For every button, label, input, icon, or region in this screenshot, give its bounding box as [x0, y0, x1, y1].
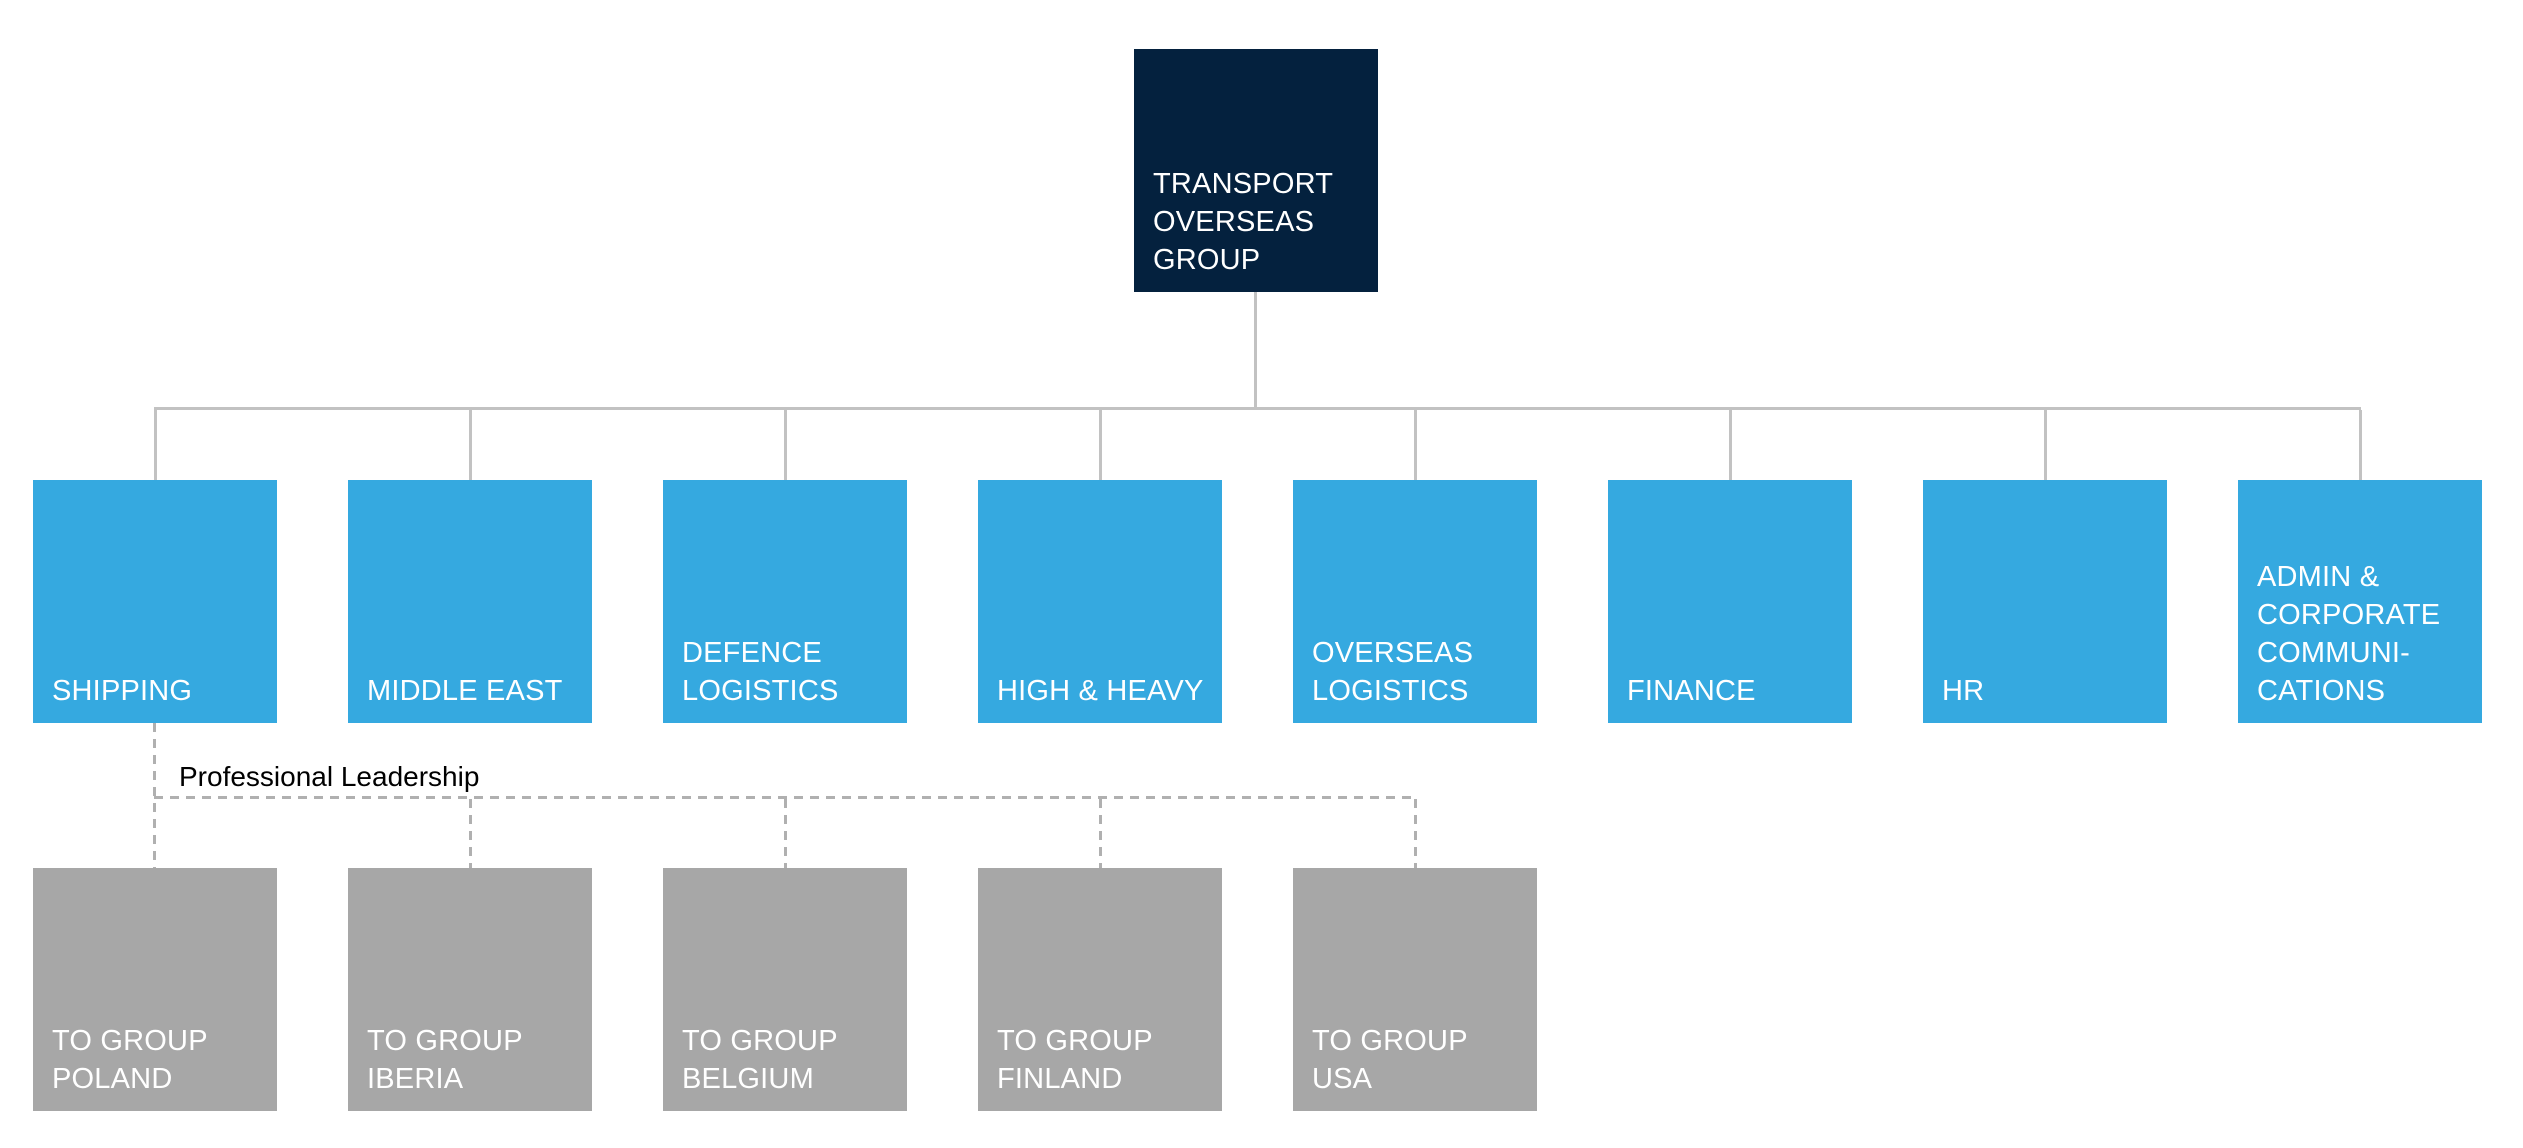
- department-connector-drop: [469, 410, 472, 480]
- dept-node-overseas-logistics: OVERSEAS LOGISTICS: [1293, 480, 1537, 723]
- subsidiary-node-to-group-iberia: TO GROUP IBERIA: [348, 868, 592, 1111]
- subsidiary-node-to-group-finland: TO GROUP FINLAND: [978, 868, 1222, 1111]
- org-node-root-label: TRANSPORT OVERSEAS GROUP: [1153, 168, 1334, 276]
- subsidiary-node-to-group-usa: TO GROUP USA: [1293, 868, 1537, 1111]
- department-connector-drop: [784, 410, 787, 480]
- professional-leadership-connector-vertical: [153, 723, 156, 868]
- department-connector-drop: [1099, 410, 1102, 480]
- dept-node-hr: HR: [1923, 480, 2167, 723]
- dept-node-label: HIGH & HEAVY: [997, 675, 1204, 707]
- department-connector-drop: [1414, 410, 1417, 480]
- professional-leadership-label: Professional Leadership: [179, 761, 480, 792]
- department-connector-drop: [1729, 410, 1732, 480]
- department-connector-drop: [2044, 410, 2047, 480]
- subsidiary-node-label: TO GROUP BELGIUM: [682, 1025, 838, 1095]
- subsidiary-connector-drop: [469, 799, 472, 868]
- subsidiary-node-label: TO GROUP IBERIA: [367, 1025, 523, 1095]
- subsidiary-connector-drop: [784, 799, 787, 868]
- department-connector-drop: [154, 410, 157, 480]
- subsidiary-node-label: TO GROUP USA: [1312, 1025, 1468, 1095]
- dept-node-label: SHIPPING: [52, 675, 193, 707]
- dept-node-label: FINANCE: [1627, 675, 1756, 707]
- subsidiary-node-to-group-poland: TO GROUP POLAND: [33, 868, 277, 1111]
- dept-node-label: OVERSEAS LOGISTICS: [1312, 637, 1474, 707]
- subsidiary-node-to-group-belgium: TO GROUP BELGIUM: [663, 868, 907, 1111]
- dept-node-label: DEFENCE LOGISTICS: [682, 637, 839, 707]
- dept-node-label: MIDDLE EAST: [367, 675, 563, 707]
- root-connector-line: [1254, 292, 1257, 407]
- dept-node-admin-corporate: ADMIN & CORPORATE COMMUNI- CATIONS: [2238, 480, 2482, 723]
- dept-node-label: HR: [1942, 675, 1985, 707]
- subsidiary-node-label: TO GROUP POLAND: [52, 1025, 208, 1095]
- dept-node-defence-logistics: DEFENCE LOGISTICS: [663, 480, 907, 723]
- department-connector-drop: [2359, 410, 2362, 480]
- subsidiary-connector-drop: [1099, 799, 1102, 868]
- dept-node-middle-east: MIDDLE EAST: [348, 480, 592, 723]
- subsidiary-connector-drop: [1414, 799, 1417, 868]
- professional-leadership-connector-rail: [154, 796, 1417, 799]
- org-node-root: TRANSPORT OVERSEAS GROUP: [1134, 49, 1378, 292]
- subsidiary-node-label: TO GROUP FINLAND: [997, 1025, 1153, 1095]
- dept-node-shipping: SHIPPING: [33, 480, 277, 723]
- dept-node-high-heavy: HIGH & HEAVY: [978, 480, 1222, 723]
- dept-node-finance: FINANCE: [1608, 480, 1852, 723]
- dept-node-label: ADMIN & CORPORATE COMMUNI- CATIONS: [2257, 561, 2441, 707]
- departments-connector-rail: [154, 407, 2361, 410]
